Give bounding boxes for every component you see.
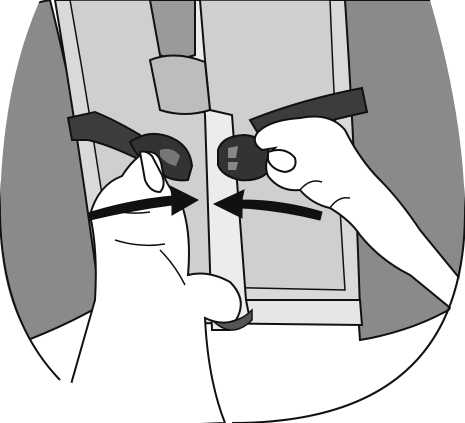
strap-pad [150, 55, 210, 114]
